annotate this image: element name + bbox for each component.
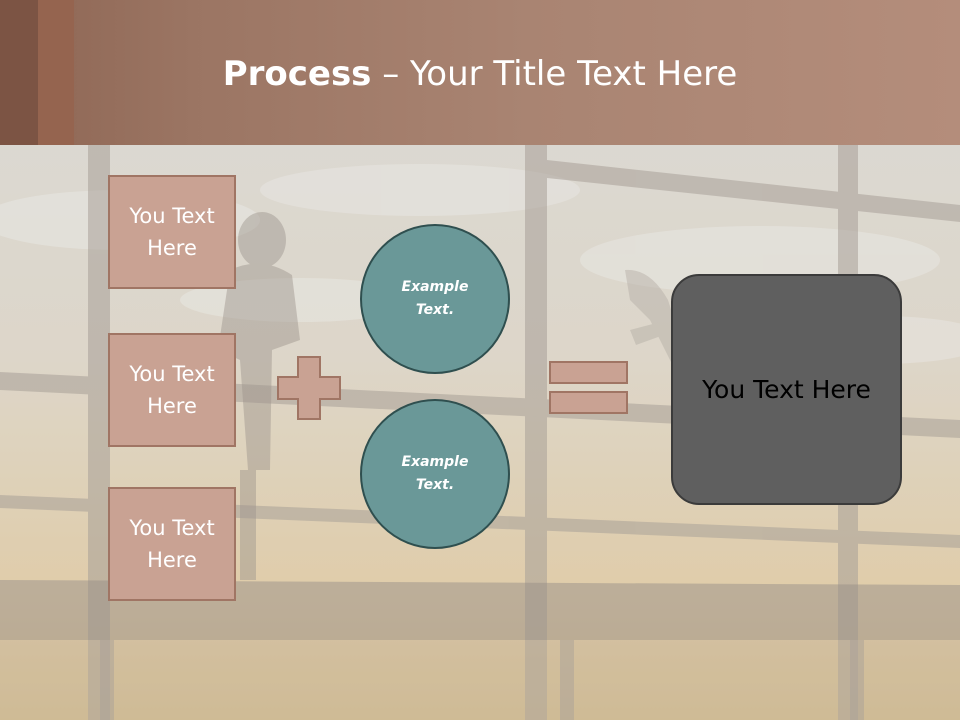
text-box-2[interactable]: You Text Here (108, 333, 236, 447)
example-circle-label: Example Text. (401, 279, 469, 318)
result-box-label: You Text Here (702, 374, 871, 404)
title-bar-accent (38, 0, 74, 145)
text-box-1[interactable]: You Text Here (108, 175, 236, 289)
example-circle-label: Example Text. (401, 454, 469, 493)
title-bar (0, 0, 960, 145)
example-circle-1[interactable]: Example Text. (360, 224, 510, 374)
title-bold: Process (222, 54, 372, 94)
title-bar-accent (0, 0, 38, 145)
title-rest: – Your Title Text Here (371, 54, 738, 94)
result-box[interactable]: You Text Here (671, 274, 902, 505)
slide-title[interactable]: Process – Your Title Text Here (74, 50, 886, 98)
equals-icon[interactable] (549, 361, 629, 415)
text-box-label: You Text Here (129, 516, 215, 572)
example-circle-2[interactable]: Example Text. (360, 399, 510, 549)
text-box-label: You Text Here (129, 362, 215, 418)
text-box-3[interactable]: You Text Here (108, 487, 236, 601)
plus-icon[interactable] (277, 356, 341, 420)
text-box-label: You Text Here (129, 204, 215, 260)
